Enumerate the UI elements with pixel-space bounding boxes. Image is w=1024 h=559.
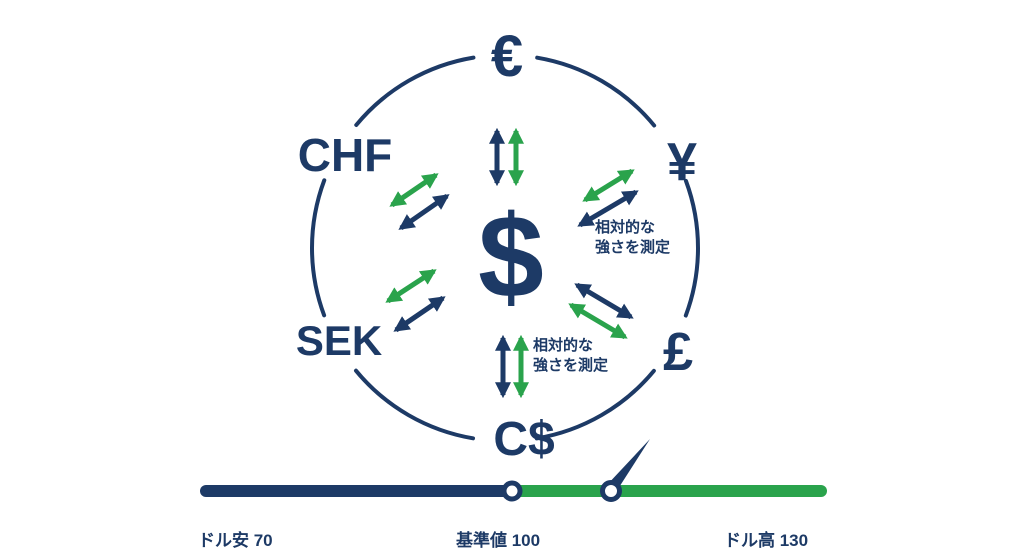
exchange-arrows-sek-usd-icon	[385, 268, 446, 333]
gauge-track-low	[200, 485, 520, 497]
exchange-arrows-chf-usd-icon	[389, 172, 450, 231]
currency-label-sek: SEK	[295, 317, 383, 364]
annotation-relative-strength-right: 相対的な 強さを測定	[595, 218, 670, 258]
gauge-label-dollar-weak-70: ドル安 70	[198, 531, 273, 550]
exchange-arrows-eur-usd-icon	[488, 127, 525, 187]
annotation-line: 強さを測定	[533, 357, 609, 374]
currency-label-gbp: £	[662, 322, 694, 382]
index-gauge	[200, 439, 827, 502]
orbit-circle	[310, 53, 700, 443]
gauge-label-baseline-100: 基準値 100	[456, 531, 541, 550]
gauge-baseline-knob	[501, 480, 523, 502]
currency-label-eur: €	[490, 24, 524, 89]
gauge-label-dollar-strong-130: ドル高 130	[724, 531, 809, 550]
annotation-relative-strength-bottom: 相対的な 強さを測定	[533, 336, 608, 376]
exchange-arrows-gbp-usd-icon	[568, 282, 634, 340]
exchange-arrows-cad-usd-icon	[494, 334, 530, 399]
annotation-line: 強さを測定	[595, 239, 671, 256]
exchange-arrows-jpy-usd-icon	[577, 168, 639, 228]
currency-label-chf: CHF	[297, 129, 393, 181]
currency-label-jpy: ¥	[666, 132, 698, 192]
currency-label-cad: C$	[493, 413, 555, 466]
gauge-track-high	[505, 485, 827, 497]
gauge-needle	[600, 439, 650, 502]
center-usd-symbol: $	[478, 191, 544, 323]
annotation-line: 相対的な	[595, 219, 656, 236]
annotation-line: 相対的な	[533, 337, 594, 354]
